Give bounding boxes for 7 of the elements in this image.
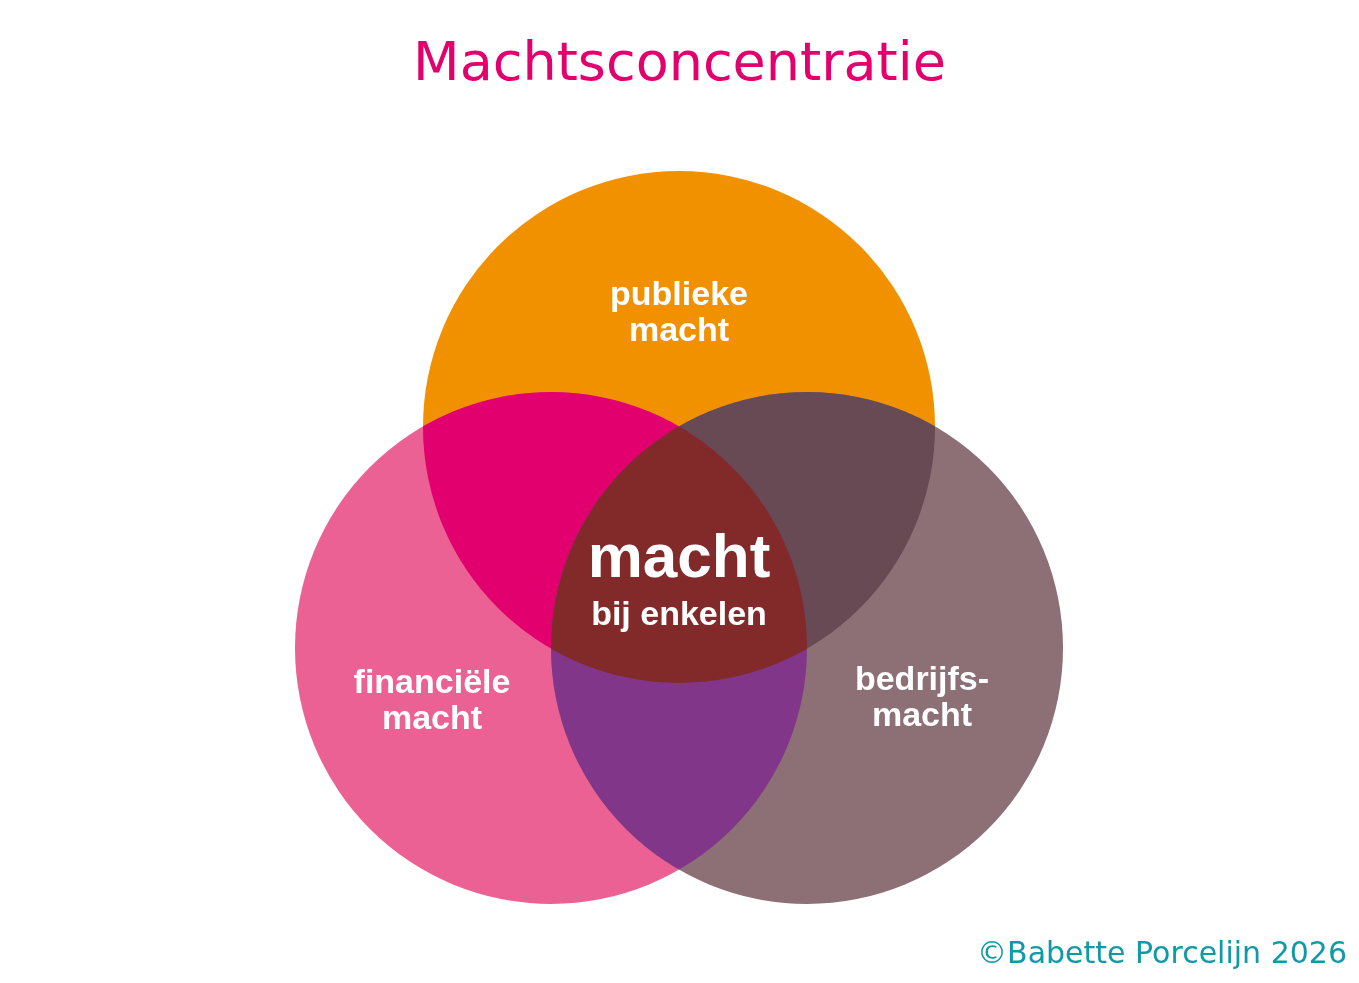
- region-label: bij enkelen: [591, 596, 767, 632]
- region-label: bedrijfs- macht: [853, 661, 991, 733]
- region-label: macht: [587, 523, 771, 589]
- copyright-credit: ©Babette Porcelijn 2026: [977, 935, 1347, 970]
- region-label: financiële macht: [352, 664, 512, 736]
- diagram-title: Machtsconcentratie: [412, 30, 947, 93]
- region-label: publieke macht: [609, 276, 749, 348]
